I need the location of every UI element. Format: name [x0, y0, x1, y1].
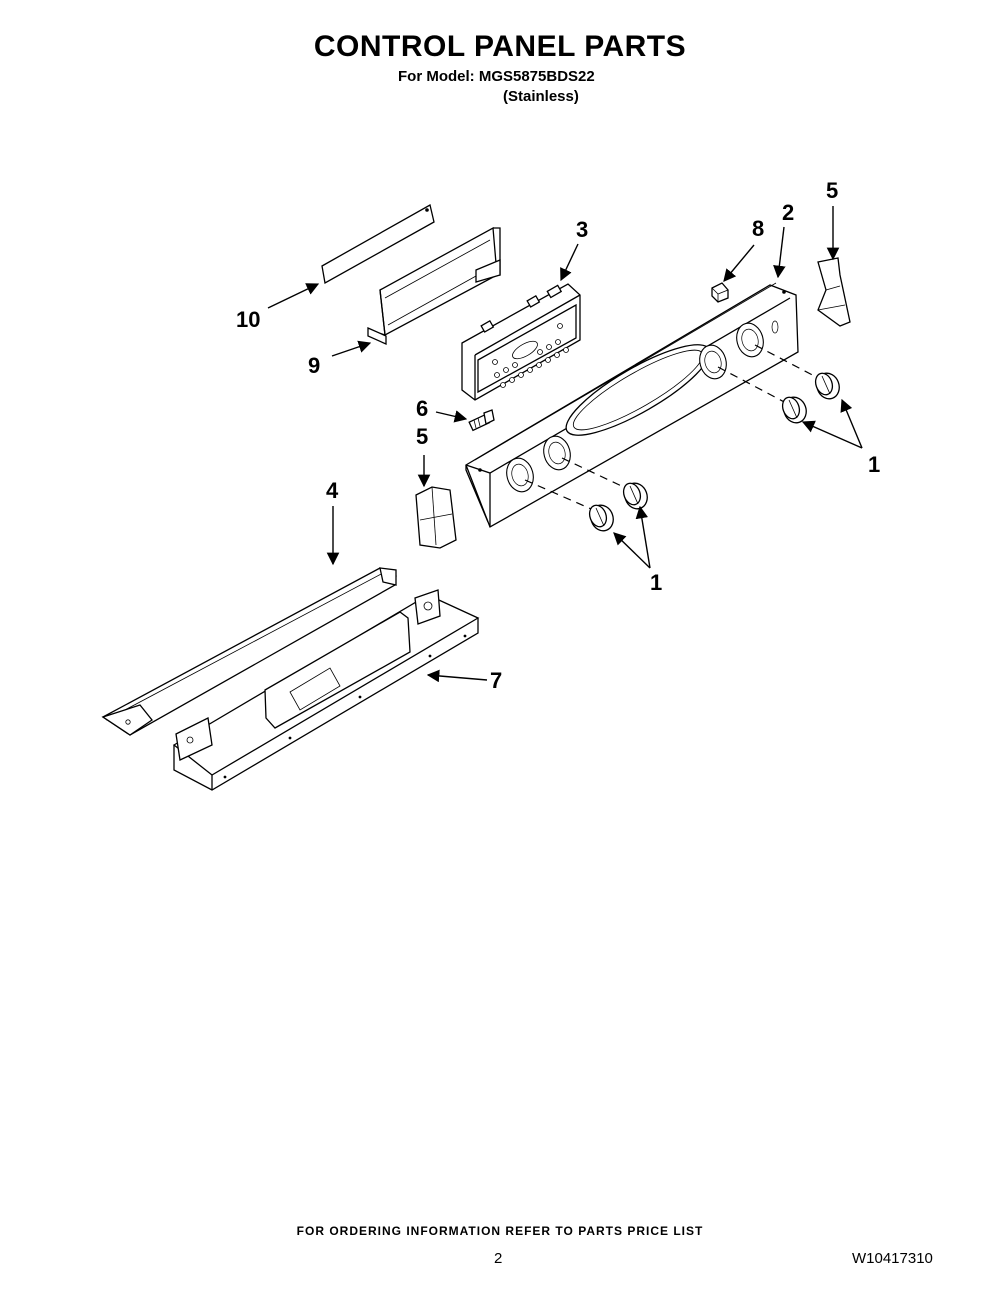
part-1-knobs: [588, 372, 840, 532]
callout-labels: 10 9 3 8 2 5 6 5 1 4 1 7: [236, 178, 880, 693]
callout-8: 8: [752, 216, 764, 241]
callout-5-right: 5: [826, 178, 838, 203]
page-title: CONTROL PANEL PARTS: [313, 30, 687, 63]
model-variant: (Stainless): [503, 88, 579, 105]
model-number: For Model: MGS5875BDS22: [398, 68, 595, 85]
part-4-support-strip: [101, 567, 397, 736]
part-2-control-panel: [465, 282, 799, 528]
callout-5-left: 5: [416, 424, 428, 449]
knob-4: [814, 372, 840, 400]
ordering-info-note: FOR ORDERING INFORMATION REFER TO PARTS …: [296, 1224, 704, 1238]
callout-6: 6: [416, 396, 428, 421]
callout-4: 4: [326, 478, 339, 503]
callout-3: 3: [576, 217, 588, 242]
part-6-screw: [468, 409, 495, 432]
knob-axis-lines: [524, 344, 823, 513]
part-8-switch: [711, 282, 729, 303]
part-5-end-cap-left: [415, 486, 457, 549]
knob-2: [622, 482, 648, 510]
callout-10: 10: [236, 307, 260, 332]
document-number: W10417310: [852, 1250, 933, 1267]
knob-3: [781, 396, 807, 424]
part-9-bracket: [367, 226, 501, 346]
part-7-channel: [172, 589, 480, 791]
callout-1-left: 1: [650, 570, 662, 595]
part-10-shield-plate: [321, 204, 435, 285]
part-5-end-cap-right: [817, 257, 851, 327]
knob-1: [588, 504, 614, 532]
callout-1-right: 1: [868, 452, 880, 477]
callout-7: 7: [490, 668, 502, 693]
callout-2: 2: [782, 200, 794, 225]
callout-9: 9: [308, 353, 320, 378]
page-number: 2: [494, 1250, 503, 1267]
part-3-electronic-control: [461, 283, 581, 401]
callout-arrows: [267, 206, 863, 683]
